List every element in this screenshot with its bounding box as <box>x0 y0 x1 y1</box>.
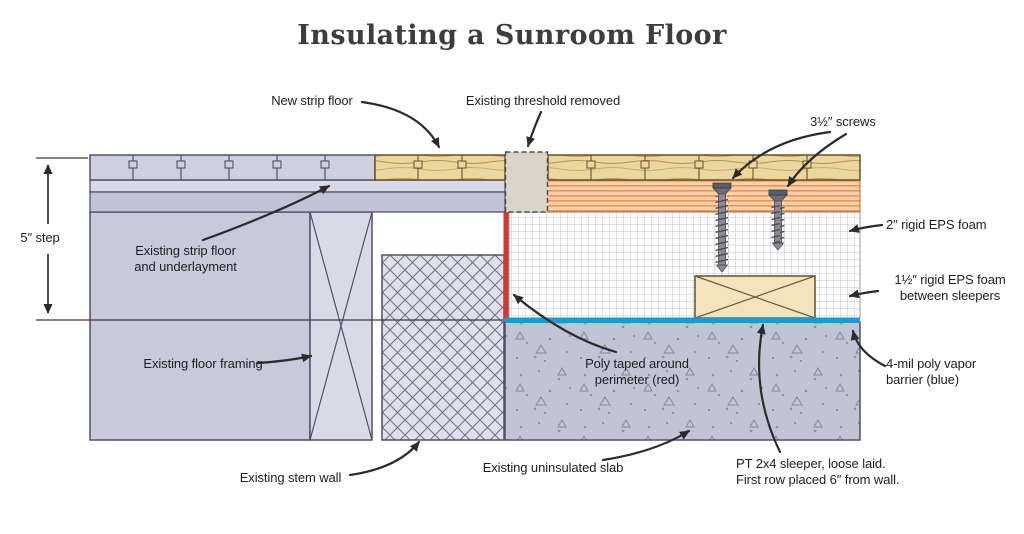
existing-uninsulated-slab <box>504 321 861 441</box>
label-eps-2in: 2″ rigid EPS foam <box>886 217 987 232</box>
removed-threshold-outline <box>504 151 549 213</box>
new-strip-floor <box>374 154 861 181</box>
existing-underlayment <box>89 179 506 213</box>
arrow-screw-right <box>786 132 848 188</box>
label-eps-1-5in: 1½″ rigid EPS foam between sleepers <box>894 272 1006 304</box>
arrow-sleeper <box>756 323 782 454</box>
page-title: Insulating a Sunroom Floor <box>297 20 727 51</box>
arrow-floor-framing <box>256 353 313 365</box>
label-vapor-barrier: 4-mil poly vapor barrier (blue) <box>886 356 977 388</box>
arrow-eps-1-5in <box>848 289 880 299</box>
label-screws: 3½″ screws <box>810 114 876 129</box>
step-dimension <box>36 157 503 321</box>
screw-left <box>712 182 732 273</box>
poly-tape-red <box>503 212 509 318</box>
label-poly-taped: Poly taped around perimeter (red) <box>585 356 689 388</box>
arrow-vapor-barrier <box>850 329 887 368</box>
arrow-existing-strip-floor <box>201 184 331 242</box>
label-step: 5″ step <box>20 230 60 245</box>
eps-foam-layer <box>508 211 861 319</box>
arrow-new-strip-floor <box>360 100 441 149</box>
label-threshold-removed: Existing threshold removed <box>465 93 621 108</box>
label-existing-strip-floor: Existing strip floor and underlayment <box>134 243 237 275</box>
label-slab: Existing uninsulated slab <box>482 460 624 475</box>
new-subfloor-layers <box>504 179 861 213</box>
label-stem-wall: Existing stem wall <box>239 470 342 485</box>
floor-framing-joist <box>309 211 373 441</box>
arrow-eps-2in <box>848 223 884 233</box>
vapor-barrier-blue <box>505 317 860 323</box>
arrow-slab <box>601 429 691 462</box>
arrow-poly-taped <box>512 293 618 354</box>
arrow-stem-wall <box>348 440 421 477</box>
pt-2x4-sleeper <box>694 275 816 319</box>
existing-floor-framing-area <box>89 211 311 441</box>
label-new-strip-floor: New strip floor <box>271 93 353 108</box>
arrow-threshold <box>526 110 543 148</box>
label-floor-framing: Existing floor framing <box>143 356 263 371</box>
label-sleeper: PT 2x4 sleeper, loose laid. First row pl… <box>736 456 900 488</box>
screw-right <box>768 189 788 251</box>
callout-arrows <box>201 100 887 477</box>
existing-stem-wall <box>381 254 505 441</box>
existing-strip-floor <box>89 154 376 181</box>
arrow-screw-left <box>731 130 832 180</box>
